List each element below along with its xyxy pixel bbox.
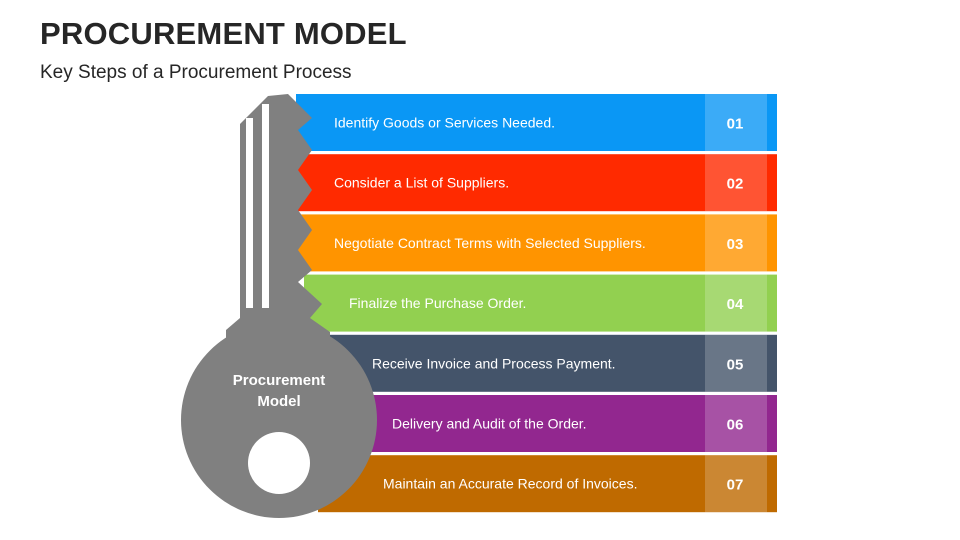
step-number: 07 <box>727 477 744 494</box>
step-number-box <box>705 274 767 332</box>
step-number-box <box>705 395 767 452</box>
step-band: Identify Goods or Services Needed. 01 <box>296 94 777 151</box>
step-band-bg <box>296 154 777 212</box>
page-subtitle: Key Steps of a Procurement Process <box>40 62 352 83</box>
step-band-bg <box>304 274 777 332</box>
step-text: Finalize the Purchase Order. <box>349 295 526 311</box>
key-label-line1: Procurement <box>233 372 326 389</box>
key-label-line2: Model <box>257 393 300 410</box>
key-hole <box>248 432 310 494</box>
step-band: Negotiate Contract Terms with Selected S… <box>296 214 777 272</box>
step-text: Consider a List of Suppliers. <box>334 175 509 191</box>
step-number-box <box>705 94 767 151</box>
step-band: Receive Invoice and Process Payment. 05 <box>328 334 777 392</box>
step-text: Negotiate Contract Terms with Selected S… <box>334 235 646 251</box>
step-number-box <box>705 214 767 272</box>
step-band: Maintain an Accurate Record of Invoices.… <box>318 455 777 513</box>
step-band: Delivery and Audit of the Order. 06 <box>358 395 777 452</box>
step-text: Receive Invoice and Process Payment. <box>372 355 616 371</box>
step-band-bg <box>328 334 777 392</box>
step-band-bg <box>318 455 777 513</box>
key-groove-right <box>262 104 269 308</box>
step-number: 02 <box>727 176 744 193</box>
step-number: 04 <box>727 296 744 313</box>
key-head <box>181 322 377 518</box>
step-band: Consider a List of Suppliers. 02 <box>296 154 777 212</box>
step-number: 05 <box>727 356 744 373</box>
step-number: 01 <box>727 116 744 133</box>
step-text: Delivery and Audit of the Order. <box>392 416 587 432</box>
step-band-bg <box>296 214 777 272</box>
step-text: Identify Goods or Services Needed. <box>334 115 555 131</box>
key-graphic: Procurement Model <box>181 94 377 518</box>
step-bands: Identify Goods or Services Needed. 01Cons… <box>296 94 777 513</box>
step-band: Finalize the Purchase Order. 04 <box>304 274 777 332</box>
step-band-bg <box>296 94 777 151</box>
step-band-bg <box>358 395 777 452</box>
step-number: 06 <box>727 417 744 434</box>
page-title: PROCUREMENT MODEL <box>40 16 407 51</box>
step-number-box <box>705 334 767 392</box>
step-number-box <box>705 455 767 513</box>
step-number-box <box>705 154 767 212</box>
key-groove-left <box>246 118 253 308</box>
step-number: 03 <box>727 236 744 253</box>
step-text: Maintain an Accurate Record of Invoices. <box>383 476 637 492</box>
